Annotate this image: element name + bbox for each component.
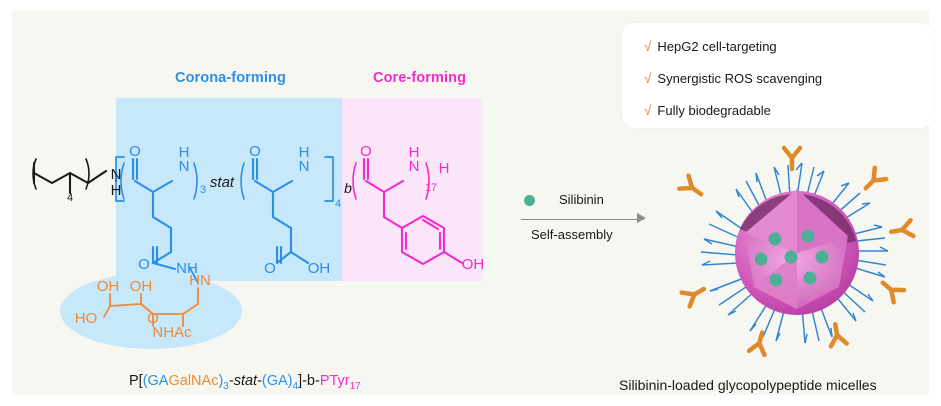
feature-label: Synergistic ROS scavenging bbox=[657, 71, 823, 86]
galnac-ligands bbox=[677, 145, 916, 358]
pink-terminal-h: H bbox=[439, 160, 450, 177]
self-assembly-arrow-group: Silibinin Self-assembly bbox=[509, 183, 646, 245]
block-b-label: b bbox=[344, 180, 352, 196]
sugar-hn: HN bbox=[189, 272, 211, 289]
feature-item-1: √ Synergistic ROS scavenging bbox=[644, 71, 822, 86]
micelle-caption: Silibinin-loaded glycopolypeptide micell… bbox=[619, 377, 877, 393]
blue1-h: H bbox=[179, 144, 190, 161]
pink-carbonyl-o: O bbox=[360, 143, 372, 160]
silibinin-label: Silibinin bbox=[559, 192, 604, 207]
silibinin-dot-icon bbox=[524, 195, 535, 206]
core-face-a bbox=[745, 189, 797, 253]
formula-sub3: 17 bbox=[349, 380, 361, 392]
check-icon: √ bbox=[644, 39, 652, 54]
blue1-subscript: 3 bbox=[200, 184, 206, 196]
formula-p-open: P[ bbox=[129, 373, 143, 389]
alkyl-subscript: 4 bbox=[67, 192, 73, 204]
sugar-ho: HO bbox=[75, 310, 98, 327]
self-assembly-label: Self-assembly bbox=[531, 227, 613, 242]
sugar-nhac: NHAc bbox=[152, 324, 192, 341]
arrow-head-icon bbox=[637, 213, 646, 223]
feature-label: Fully biodegradable bbox=[657, 103, 771, 118]
phenol-oh: OH bbox=[462, 256, 485, 273]
formula-galnac: GalNAc bbox=[168, 373, 219, 389]
pink-h: H bbox=[409, 144, 420, 161]
feature-label: HepG2 cell-targeting bbox=[657, 39, 777, 54]
formula-ptyr: PTyr bbox=[319, 373, 350, 389]
pink-subscript: 17 bbox=[425, 182, 437, 194]
stat-label: stat bbox=[210, 174, 235, 191]
feature-card: √ HepG2 cell-targeting √ Synergistic ROS s… bbox=[622, 23, 934, 128]
terminal-h: H bbox=[111, 182, 122, 199]
core-region-panel bbox=[342, 98, 482, 281]
feature-item-2: √ Fully biodegradable bbox=[644, 103, 771, 118]
blue2-subscript: 4 bbox=[335, 198, 341, 210]
polymer-formula-caption: P[(GAGalNAc)3-stat-(GA)4]-b-PTyr17 bbox=[129, 373, 361, 392]
blue2-acid-o: O bbox=[264, 260, 276, 277]
sugar-oh-top: OH bbox=[130, 278, 153, 295]
check-icon: √ bbox=[644, 71, 652, 86]
formula-ga2: (GA) bbox=[261, 373, 293, 389]
blue2-n: N bbox=[299, 158, 310, 175]
micelle-illustration bbox=[677, 145, 916, 358]
cargo-dots bbox=[754, 229, 829, 287]
blue1-side-o: O bbox=[138, 256, 150, 273]
blue1-carbonyl-o: O bbox=[129, 143, 141, 160]
figure-background-panel: Corona-forming Core-forming bbox=[12, 11, 934, 395]
formula-stat: -stat- bbox=[228, 373, 262, 389]
core-region-label: Core-forming bbox=[373, 70, 467, 86]
feature-item-0: √ HepG2 cell-targeting bbox=[644, 39, 777, 54]
blue1-side-nh: NH bbox=[176, 260, 198, 277]
polymer-structure-drawing: 4 N H O N H 3 O NH stat O N H 4 O OH b bbox=[32, 143, 485, 349]
blue2-acid-oh: OH bbox=[308, 260, 331, 277]
blue1-n: N bbox=[179, 158, 190, 175]
sugar-ring-o: O bbox=[147, 310, 159, 327]
pink-n: N bbox=[409, 158, 420, 175]
formula-ga1: (GA bbox=[142, 373, 169, 389]
corona-region-label: Corona-forming bbox=[175, 70, 286, 86]
blue2-carbonyl-o: O bbox=[249, 143, 261, 160]
formula-close1: ) bbox=[218, 373, 224, 389]
arrow-line bbox=[521, 219, 644, 221]
formula-sub2: 4 bbox=[292, 380, 299, 392]
blue2-h: H bbox=[299, 144, 310, 161]
sugar-oh-left: OH bbox=[97, 278, 120, 295]
formula-bracket-b: ]-b- bbox=[298, 373, 320, 389]
check-icon: √ bbox=[644, 103, 652, 118]
formula-sub1: 3 bbox=[223, 380, 229, 392]
terminal-n: N bbox=[111, 166, 122, 183]
